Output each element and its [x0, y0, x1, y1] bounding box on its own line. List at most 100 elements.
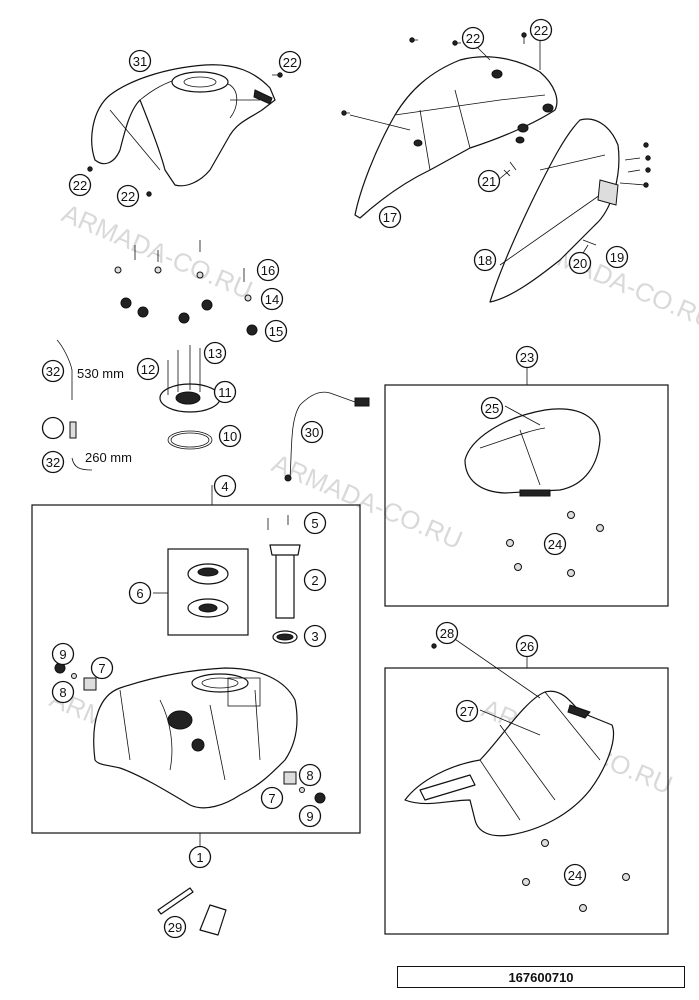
callout-number: 5: [311, 516, 318, 531]
callout-25-29: 25: [480, 396, 504, 420]
screws-top: [87, 32, 651, 246]
callout-number: 22: [73, 178, 87, 193]
callout-28-32: 28: [435, 621, 459, 645]
callout-9-8: 9: [51, 642, 75, 666]
callout-19-18: 19: [605, 245, 629, 269]
side-panel-left: [354, 56, 558, 219]
callout-26-30: 26: [515, 634, 539, 658]
wiring-harness: [284, 391, 370, 482]
callout-32-36: 32: [41, 359, 65, 383]
callout-number: 8: [59, 685, 66, 700]
hoses: [56, 339, 93, 471]
callout-22-25: 22: [529, 18, 553, 42]
callout-20-19: 20: [568, 251, 592, 275]
callout-number: 20: [573, 256, 587, 271]
callout-number: 1: [196, 850, 203, 865]
callout-number: 25: [485, 401, 499, 416]
callout-number: 9: [306, 809, 313, 824]
callout-number: 31: [133, 54, 147, 69]
hose-length-530-label: 530 mm: [77, 366, 124, 381]
callout-circle: [90, 656, 114, 680]
callout-8-40: 8: [298, 763, 322, 787]
callout-5-4: 5: [303, 511, 327, 535]
callout-number: 14: [265, 292, 279, 307]
drawing-number-box: 167600710: [397, 966, 685, 988]
callout-22-23: 22: [278, 50, 302, 74]
callout-circle: [256, 258, 280, 282]
callout-circle: [563, 863, 587, 887]
callout-21-20: 21: [477, 169, 501, 193]
callout-circle: [605, 245, 629, 269]
callout-number: 22: [121, 189, 135, 204]
callout-number: 9: [59, 647, 66, 662]
callout-circle: [298, 763, 322, 787]
callout-circle: [51, 642, 75, 666]
callout-number: 17: [383, 210, 397, 225]
callout-circle: [41, 416, 65, 440]
callout-number: 32: [46, 455, 60, 470]
watermark-3: ARMADA-CO.RU: [268, 448, 467, 555]
callout-number: 15: [269, 324, 283, 339]
callout-undefined-38: [41, 416, 65, 440]
callout-27-31: 27: [455, 699, 479, 723]
callout-7-6: 7: [90, 656, 114, 680]
watermark-1: ARMADA-CO.RU: [58, 198, 257, 305]
callout-circle: [128, 581, 152, 605]
callout-number: 3: [311, 629, 318, 644]
fuel-pump: [267, 515, 301, 644]
callout-8-7: 8: [51, 680, 75, 704]
callout-24-28: 24: [563, 863, 587, 887]
callout-number: 10: [223, 429, 237, 444]
leader-lines: [153, 34, 589, 848]
callout-circle: [68, 173, 92, 197]
callout-number: 29: [168, 920, 182, 935]
side-panel-right: [489, 118, 620, 303]
callout-number: 30: [305, 425, 319, 440]
callout-31-35: 31: [128, 49, 152, 73]
tank-cover: [91, 64, 276, 187]
callout-22-24: 22: [461, 26, 485, 50]
callout-number: 16: [261, 263, 275, 278]
callout-circle: [260, 287, 284, 311]
callout-11-10: 11: [213, 380, 237, 404]
callout-23-26: 23: [515, 345, 539, 369]
rider-seat-box: [384, 667, 669, 935]
callout-number: 7: [268, 791, 275, 806]
callout-17-16: 17: [378, 205, 402, 229]
callout-circle: [260, 786, 284, 810]
callout-circle: [41, 450, 65, 474]
callout-number: 2: [311, 573, 318, 588]
callout-circle: [116, 184, 140, 208]
callout-circle: [455, 699, 479, 723]
adhesive-pads: [157, 887, 227, 936]
small-hardware: [114, 240, 258, 336]
callout-24-27: 24: [543, 532, 567, 556]
callout-circle: [300, 420, 324, 444]
callout-circle: [543, 532, 567, 556]
pump-flange: [187, 563, 229, 618]
callout-circle: [303, 568, 327, 592]
callout-circle: [303, 511, 327, 535]
fuel-tank-assembly-box: [31, 504, 361, 834]
callout-10-9: 10: [218, 424, 242, 448]
callout-circle: [473, 248, 497, 272]
callout-number: 11: [218, 385, 232, 400]
callout-number: 28: [440, 626, 454, 641]
callout-circle: [298, 804, 322, 828]
callout-circle: [136, 357, 160, 381]
callout-number: 22: [534, 23, 548, 38]
callout-number: 32: [46, 364, 60, 379]
callout-6-5: 6: [128, 581, 152, 605]
callout-circle: [218, 424, 242, 448]
callout-circle: [480, 396, 504, 420]
callout-number: 19: [610, 250, 624, 265]
callout-4-3: 4: [213, 474, 237, 498]
callout-18-17: 18: [473, 248, 497, 272]
callout-circle: [278, 50, 302, 74]
callout-circle: [378, 205, 402, 229]
callout-16-15: 16: [256, 258, 280, 282]
callout-circle: [529, 18, 553, 42]
callout-9-41: 9: [298, 804, 322, 828]
rider-seat: [404, 690, 614, 837]
